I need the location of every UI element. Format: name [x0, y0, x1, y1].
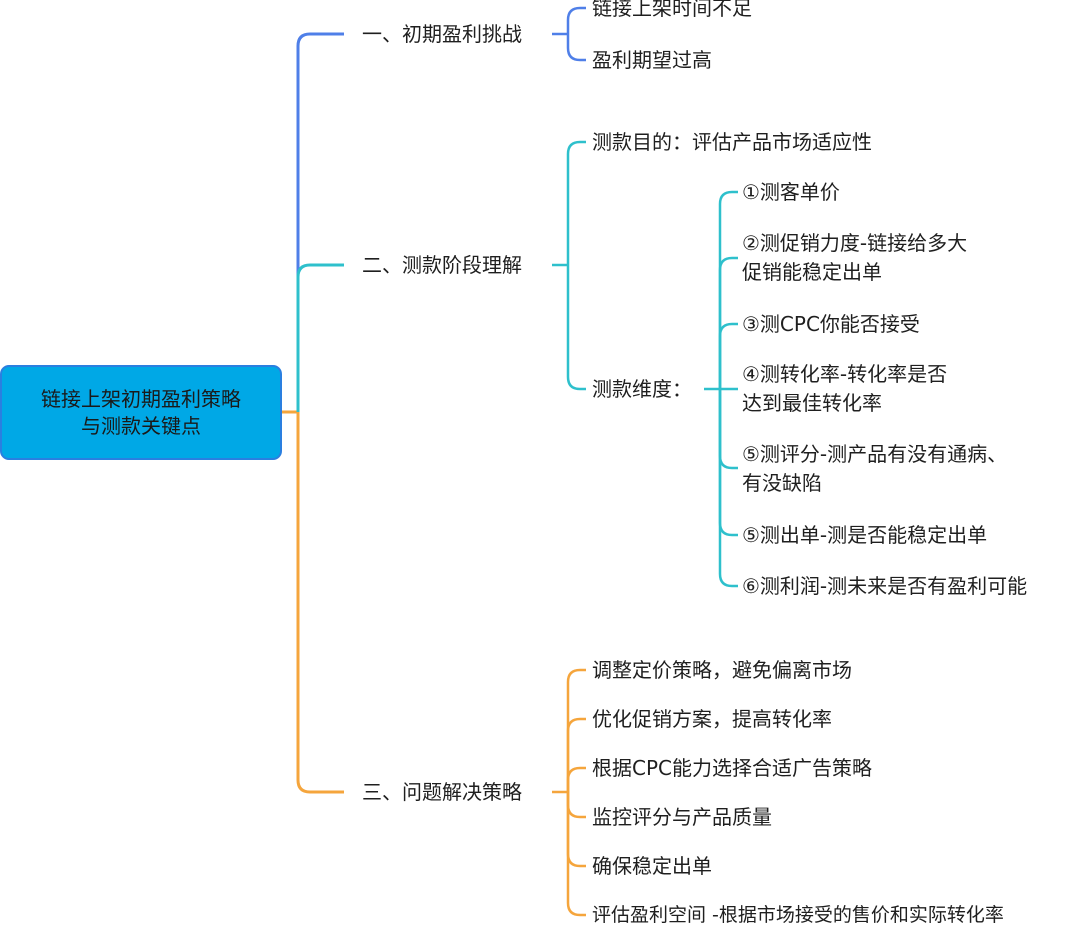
- dimension-item[interactable]: ③测CPC你能否接受: [742, 312, 920, 336]
- branch-3-item[interactable]: 确保稳定出单: [592, 854, 712, 878]
- dimension-line-2: 促销能稳定出单: [742, 260, 882, 284]
- branch-2-item-dimensions[interactable]: 测款维度：: [592, 377, 692, 401]
- branch-3-item[interactable]: 优化促销方案，提高转化率: [592, 707, 832, 731]
- dimension-line-1: ④测转化率-转化率是否: [742, 362, 948, 386]
- branch-2-item[interactable]: 测款目的：评估产品市场适应性: [592, 130, 872, 154]
- root-title-line-2: 与测款关键点: [81, 413, 201, 438]
- dimension-item[interactable]: ⑤测评分-测产品有没有通病、 有没缺陷: [742, 440, 1042, 498]
- dimension-line-1: ⑤测评分-测产品有没有通病、: [742, 442, 1008, 466]
- dimension-line-2: 有没缺陷: [742, 471, 822, 495]
- branch-1-item[interactable]: 盈利期望过高: [592, 48, 712, 72]
- dimension-item[interactable]: ⑤测出单-测是否能稳定出单: [742, 523, 988, 547]
- dimension-item[interactable]: ④测转化率-转化率是否 达到最佳转化率: [742, 360, 1002, 418]
- branch-2-label[interactable]: 二、测款阶段理解: [362, 253, 522, 277]
- branch-1-label[interactable]: 一、初期盈利挑战: [362, 22, 522, 46]
- branch-3-item[interactable]: 根据CPC能力选择合适广告策略: [592, 756, 872, 780]
- dimension-line-2: 达到最佳转化率: [742, 391, 882, 415]
- branch-1-line: [296, 32, 344, 412]
- branch-3-item[interactable]: 调整定价策略，避免偏离市场: [592, 658, 852, 682]
- dimension-line-1: ②测促销力度-链接给多大: [742, 231, 968, 255]
- dimension-item[interactable]: ②测促销力度-链接给多大 促销能稳定出单: [742, 229, 1002, 287]
- dimension-item[interactable]: ⑥测利润-测未来是否有盈利可能: [742, 574, 1028, 598]
- branch-3-line: [296, 412, 344, 794]
- branch-3-item[interactable]: 评估盈利空间 -根据市场接受的售价和实际转化率: [592, 904, 1004, 926]
- branch-2-line: [296, 263, 344, 412]
- root-node[interactable]: 链接上架初期盈利策略 与测款关键点: [0, 365, 282, 460]
- branch-3-label[interactable]: 三、问题解决策略: [362, 780, 522, 804]
- branch-1-item[interactable]: 链接上架时间不足: [592, 0, 752, 20]
- branch-3-item[interactable]: 监控评分与产品质量: [592, 805, 772, 829]
- root-title-line-1: 链接上架初期盈利策略: [41, 386, 241, 411]
- dimension-item[interactable]: ①测客单价: [742, 180, 840, 204]
